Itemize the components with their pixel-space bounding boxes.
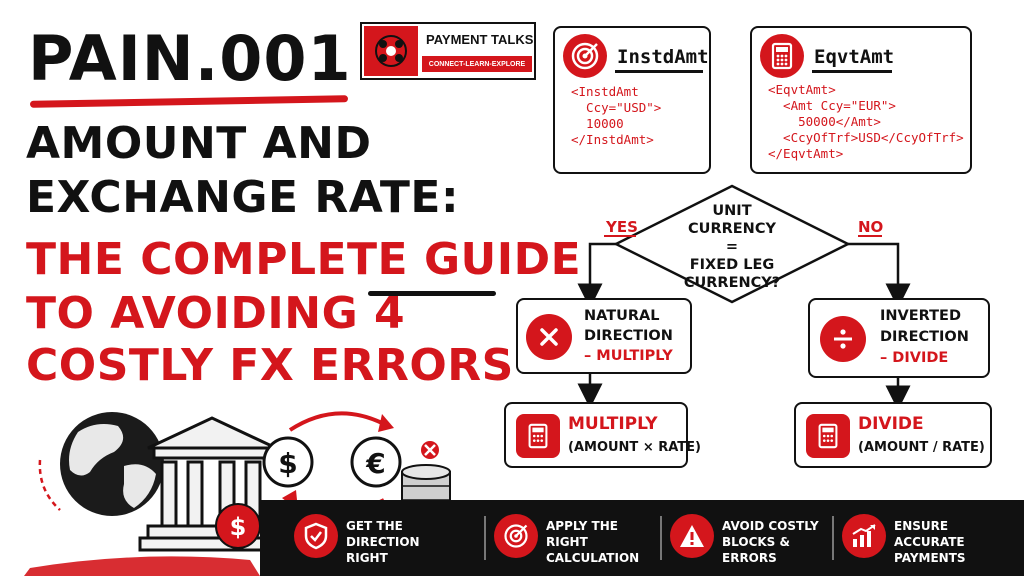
banner-text-direction: GET THE DIRECTION RIGHT bbox=[346, 518, 474, 566]
eqvt-code-line-2: <Amt Ccy="EUR"> bbox=[768, 98, 896, 113]
banner-calculation-line-2: CALCULATION bbox=[546, 551, 640, 565]
inverted-direction-box: INVERTED DIRECTION – DIVIDE bbox=[808, 298, 990, 378]
banner-calculation-line-1: APPLY THE RIGHT bbox=[546, 519, 618, 549]
natural-line-3: – MULTIPLY bbox=[584, 348, 673, 364]
eqvt-amt-heading: EqvtAmt bbox=[814, 46, 895, 68]
shield-check-icon bbox=[294, 514, 338, 558]
red-coin-dollar-sign: $ bbox=[230, 513, 247, 541]
euro-sign: € bbox=[365, 447, 385, 480]
target-icon bbox=[563, 34, 607, 78]
eqvt-code-line-1: <EqvtAmt> bbox=[768, 82, 836, 97]
headline-line-4: TO AVOIDING 4 bbox=[26, 288, 406, 339]
instd-code-line-2: Ccy="USD"> bbox=[571, 100, 662, 115]
banner-errors-line-1: AVOID COSTLY bbox=[722, 519, 819, 533]
inverted-line-3: – DIVIDE bbox=[880, 350, 949, 366]
calculator-icon bbox=[760, 34, 804, 78]
logo-mark-icon bbox=[364, 26, 418, 76]
multiply-formula: (AMOUNT × RATE) bbox=[568, 440, 701, 455]
decision-line-3: FIXED LEG bbox=[689, 257, 775, 273]
instd-code-line-4: </InstdAmt> bbox=[571, 132, 654, 147]
eqvt-amt-rule bbox=[812, 70, 892, 73]
instd-code-line-3: 10000 bbox=[571, 116, 624, 131]
target-icon bbox=[494, 514, 538, 558]
divide-result-box: DIVIDE (AMOUNT / RATE) bbox=[794, 402, 992, 468]
natural-line-1: NATURAL bbox=[584, 308, 660, 324]
decision-question: UNIT CURRENCY = FIXED LEG CURRENCY? bbox=[680, 202, 784, 292]
banner-text-errors: AVOID COSTLY BLOCKS & ERRORS bbox=[722, 518, 830, 566]
headline-line-5: COSTLY FX ERRORS bbox=[26, 340, 514, 391]
divide-icon bbox=[820, 316, 866, 362]
eqvt-code-line-4: <CcyOfTrf>USD</CcyOfTrf> bbox=[768, 130, 964, 145]
no-label: NO bbox=[858, 218, 884, 236]
divide-title: DIVIDE bbox=[858, 414, 924, 434]
banner-item-calculation: APPLY THE RIGHT CALCULATION bbox=[494, 508, 662, 568]
banner-item-direction: GET THE DIRECTION RIGHT bbox=[294, 508, 474, 568]
no-connector bbox=[848, 242, 911, 309]
decision-diamond bbox=[613, 184, 851, 304]
banner-divider bbox=[660, 516, 662, 560]
dollar-sign: $ bbox=[278, 447, 297, 480]
payment-talks-logo: PAYMENT TALKS CONNECT-LEARN-EXPLORE bbox=[360, 22, 536, 80]
calculator-icon bbox=[516, 414, 560, 458]
banner-divider bbox=[832, 516, 834, 560]
headline-line-2: EXCHANGE RATE: bbox=[26, 172, 460, 223]
decision-line-1: UNIT bbox=[712, 203, 752, 219]
natural-line-2: DIRECTION bbox=[584, 328, 673, 344]
headline-line-3: THE COMPLETE GUIDE bbox=[26, 234, 581, 285]
inverted-line-1: INVERTED bbox=[880, 308, 962, 324]
logo-tagline: CONNECT-LEARN-EXPLORE bbox=[422, 56, 532, 72]
dollar-coin-icon bbox=[262, 436, 314, 488]
warning-icon bbox=[670, 514, 714, 558]
bottom-banner bbox=[260, 500, 1024, 576]
logo-title: PAYMENT TALKS bbox=[426, 32, 534, 47]
calculator-icon bbox=[806, 414, 850, 458]
yes-label: YES bbox=[606, 218, 638, 236]
decision-line-4: CURRENCY? bbox=[683, 275, 781, 291]
yes-connector bbox=[577, 242, 616, 309]
page-title: PAIN.001 bbox=[28, 22, 352, 95]
growth-chart-icon bbox=[842, 514, 886, 558]
banner-text-payments: ENSURE ACCURATE PAYMENTS bbox=[894, 518, 1010, 566]
euro-coin-icon bbox=[350, 436, 402, 488]
eqvt-code-line-3: 50000</Amt> bbox=[768, 114, 881, 129]
instd-amt-heading: InstdAmt bbox=[617, 46, 709, 68]
banner-divider bbox=[484, 516, 486, 560]
x-circle-icon bbox=[526, 314, 572, 360]
eqvt-amt-card: EqvtAmt <EqvtAmt> <Amt Ccy="EUR"> 50000<… bbox=[750, 26, 972, 174]
instd-amt-card: InstdAmt <InstdAmt Ccy="USD"> 10000 </In… bbox=[553, 26, 711, 174]
multiply-result-box: MULTIPLY (AMOUNT × RATE) bbox=[504, 402, 701, 468]
banner-item-errors: AVOID COSTLY BLOCKS & ERRORS bbox=[670, 508, 830, 568]
banner-payments-line-1: ENSURE ACCURATE bbox=[894, 519, 965, 549]
decision-line-2: CURRENCY = bbox=[688, 221, 776, 255]
headline-line-3-start: THE COMPLETE bbox=[26, 234, 424, 285]
eqvt-code-line-5: </EqvtAmt> bbox=[768, 146, 844, 161]
headline-line-1: AMOUNT AND bbox=[26, 118, 372, 169]
headline-guide-word: GUIDE bbox=[423, 234, 582, 285]
banner-payments-line-2: PAYMENTS bbox=[894, 551, 966, 565]
instd-amt-rule bbox=[615, 70, 703, 73]
banner-direction-line-1: GET THE DIRECTION bbox=[346, 519, 420, 549]
guide-underline bbox=[368, 291, 496, 296]
inverted-line-2: DIRECTION bbox=[880, 329, 969, 345]
instd-code-line-1: <InstdAmt bbox=[571, 84, 639, 99]
banner-errors-line-2: BLOCKS & ERRORS bbox=[722, 535, 790, 565]
banner-direction-line-2: RIGHT bbox=[346, 551, 388, 565]
multiply-title: MULTIPLY bbox=[568, 414, 658, 434]
banner-item-payments: ENSURE ACCURATE PAYMENTS bbox=[842, 508, 1010, 568]
banner-text-calculation: APPLY THE RIGHT CALCULATION bbox=[546, 518, 662, 566]
divide-formula: (AMOUNT / RATE) bbox=[858, 440, 985, 455]
globe-icon bbox=[38, 412, 164, 516]
natural-direction-box: NATURAL DIRECTION – MULTIPLY bbox=[516, 298, 692, 374]
